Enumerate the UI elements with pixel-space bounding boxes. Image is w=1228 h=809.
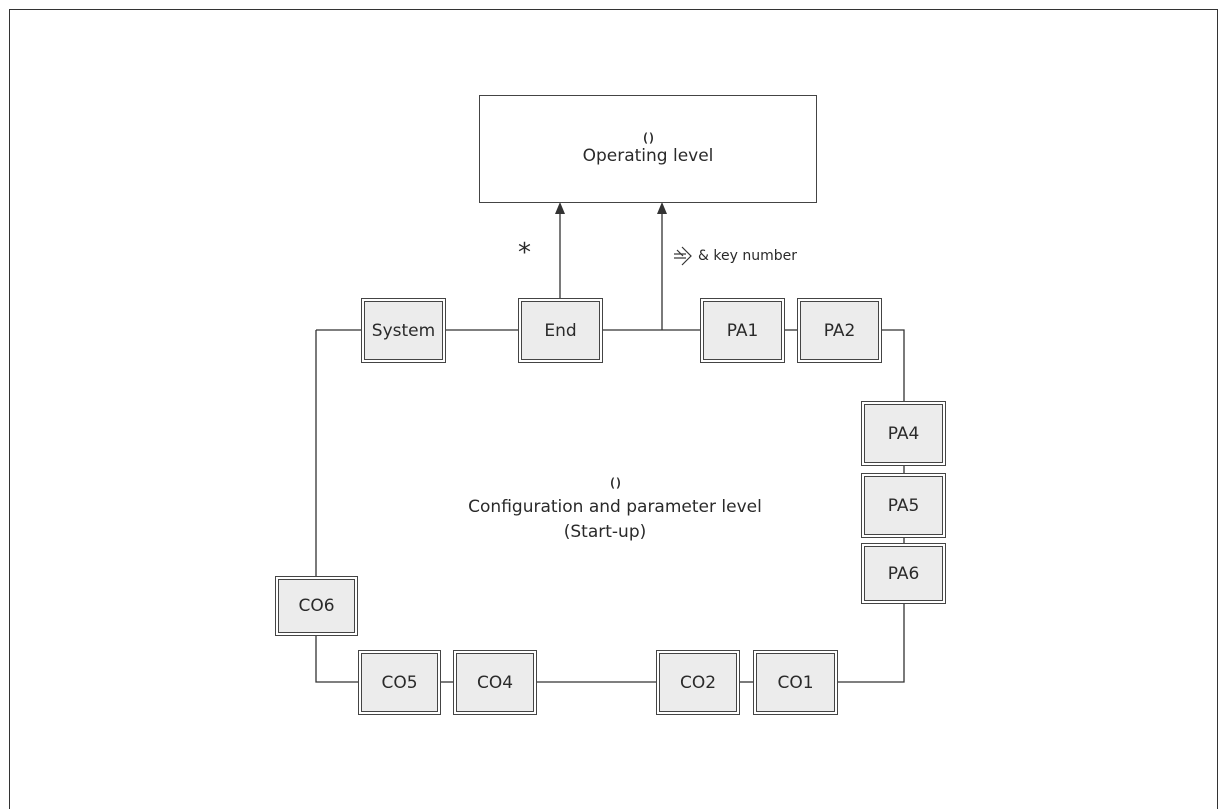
configuration-level-title: Configuration and parameter level <box>468 497 762 517</box>
node-pa6-label: PA6 <box>864 546 943 601</box>
configuration-level-sublabel: (Start-up) <box>563 522 647 542</box>
key-number-label: & key number <box>672 245 797 267</box>
operating-level-label: Operating level <box>582 146 714 166</box>
node-system-label: System <box>364 301 443 360</box>
node-pa4[interactable]: PA4 <box>861 401 946 466</box>
arrow-head-key <box>657 202 667 214</box>
node-co4[interactable]: CO4 <box>453 650 537 715</box>
operating-level-box: () Operating level <box>479 95 817 203</box>
node-pa5-label: PA5 <box>864 476 943 535</box>
node-co4-label: CO4 <box>456 653 534 712</box>
node-pa6[interactable]: PA6 <box>861 543 946 604</box>
asterisk-label: * <box>518 238 531 268</box>
rotate-push-arrow-icon <box>674 246 692 266</box>
node-co1-label: CO1 <box>756 653 835 712</box>
node-pa2-label: PA2 <box>800 301 879 360</box>
node-co2-label: CO2 <box>659 653 737 712</box>
node-co1[interactable]: CO1 <box>753 650 838 715</box>
node-co6-label: CO6 <box>278 579 355 633</box>
diagram-frame <box>9 9 1218 809</box>
node-end[interactable]: End <box>518 298 603 363</box>
node-pa1-label: PA1 <box>703 301 782 360</box>
node-co2[interactable]: CO2 <box>656 650 740 715</box>
configuration-level-label: () Configuration and parameter level (St… <box>440 470 790 545</box>
connector-pa6-co1 <box>838 604 905 683</box>
node-pa5[interactable]: PA5 <box>861 473 946 538</box>
node-co5-label: CO5 <box>361 653 438 712</box>
rotary-knob-icon: () <box>608 476 622 490</box>
connector-co5-co6 <box>315 636 358 683</box>
node-pa2[interactable]: PA2 <box>797 298 882 363</box>
arrow-head-end <box>555 202 565 214</box>
node-system[interactable]: System <box>361 298 446 363</box>
rotary-knob-icon: () <box>641 131 655 145</box>
node-end-label: End <box>521 301 600 360</box>
node-pa4-label: PA4 <box>864 404 943 463</box>
node-co5[interactable]: CO5 <box>358 650 441 715</box>
node-co6[interactable]: CO6 <box>275 576 358 636</box>
node-pa1[interactable]: PA1 <box>700 298 785 363</box>
connector-pa2-pa4 <box>882 329 905 401</box>
key-number-text: & key number <box>698 248 797 264</box>
